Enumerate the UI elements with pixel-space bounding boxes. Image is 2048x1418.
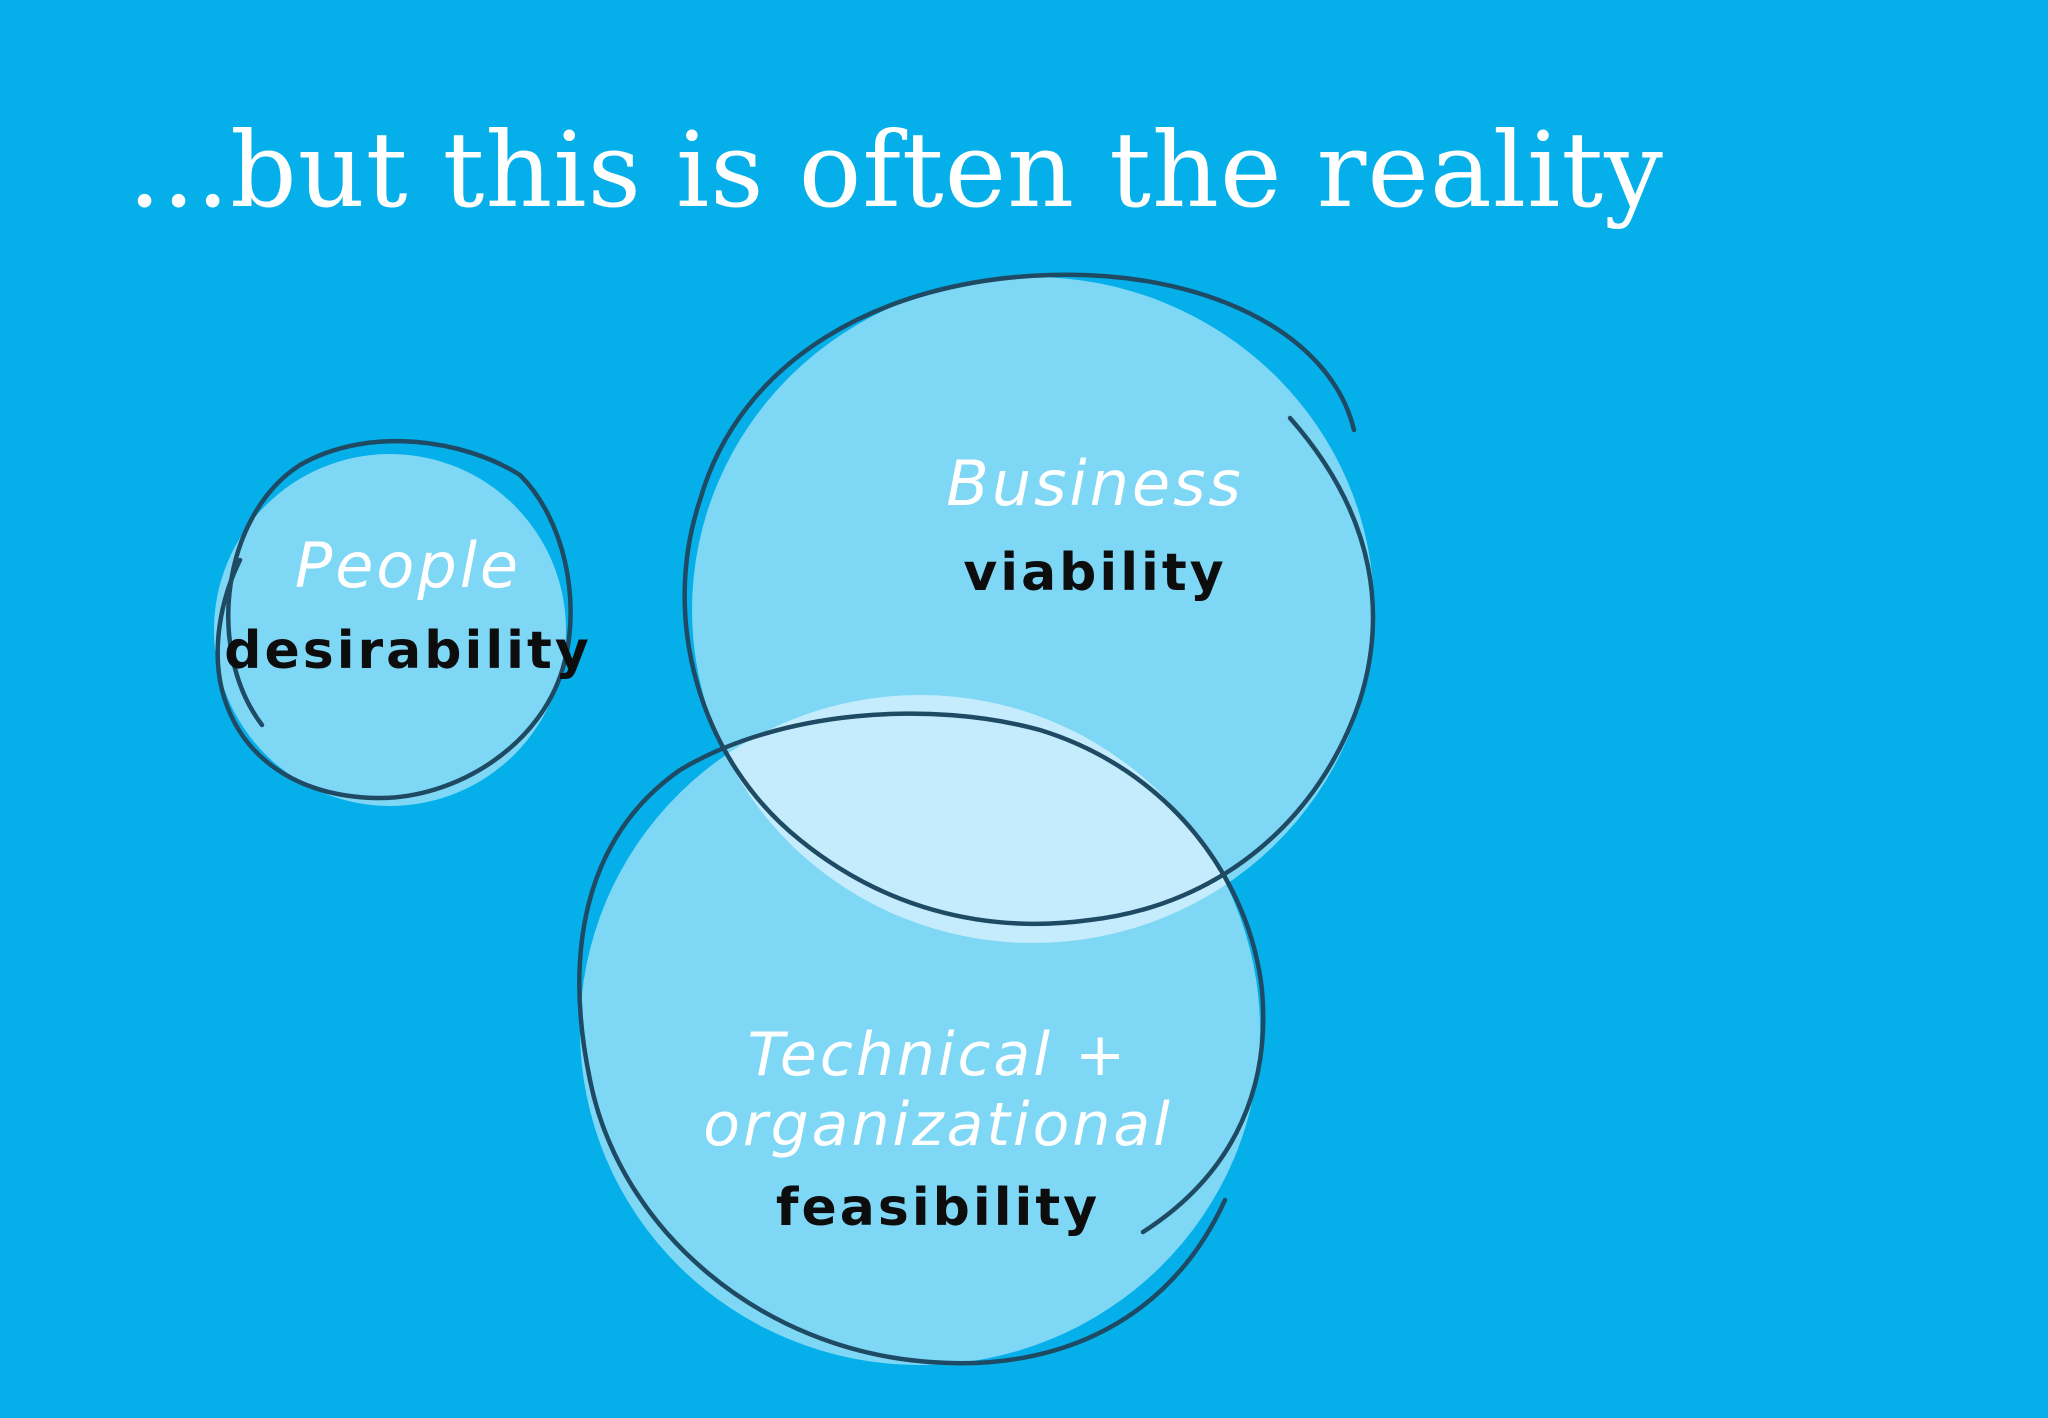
business-outline bbox=[682, 272, 1376, 927]
slide-title: ...but this is often the reality bbox=[128, 109, 1664, 231]
business-quality-label: viability bbox=[963, 543, 1226, 603]
technical-quality-label: feasibility bbox=[776, 1178, 1100, 1238]
technical-name-line1: Technical + bbox=[748, 1020, 1129, 1090]
business-name-label: Business bbox=[946, 447, 1243, 520]
technical-outline bbox=[577, 711, 1266, 1366]
technical-name-line2: organizational bbox=[703, 1090, 1173, 1160]
people-circle bbox=[214, 454, 566, 806]
people-name-label: People bbox=[295, 529, 521, 602]
people-outline bbox=[215, 438, 573, 801]
people-quality-label: desirability bbox=[224, 621, 591, 681]
